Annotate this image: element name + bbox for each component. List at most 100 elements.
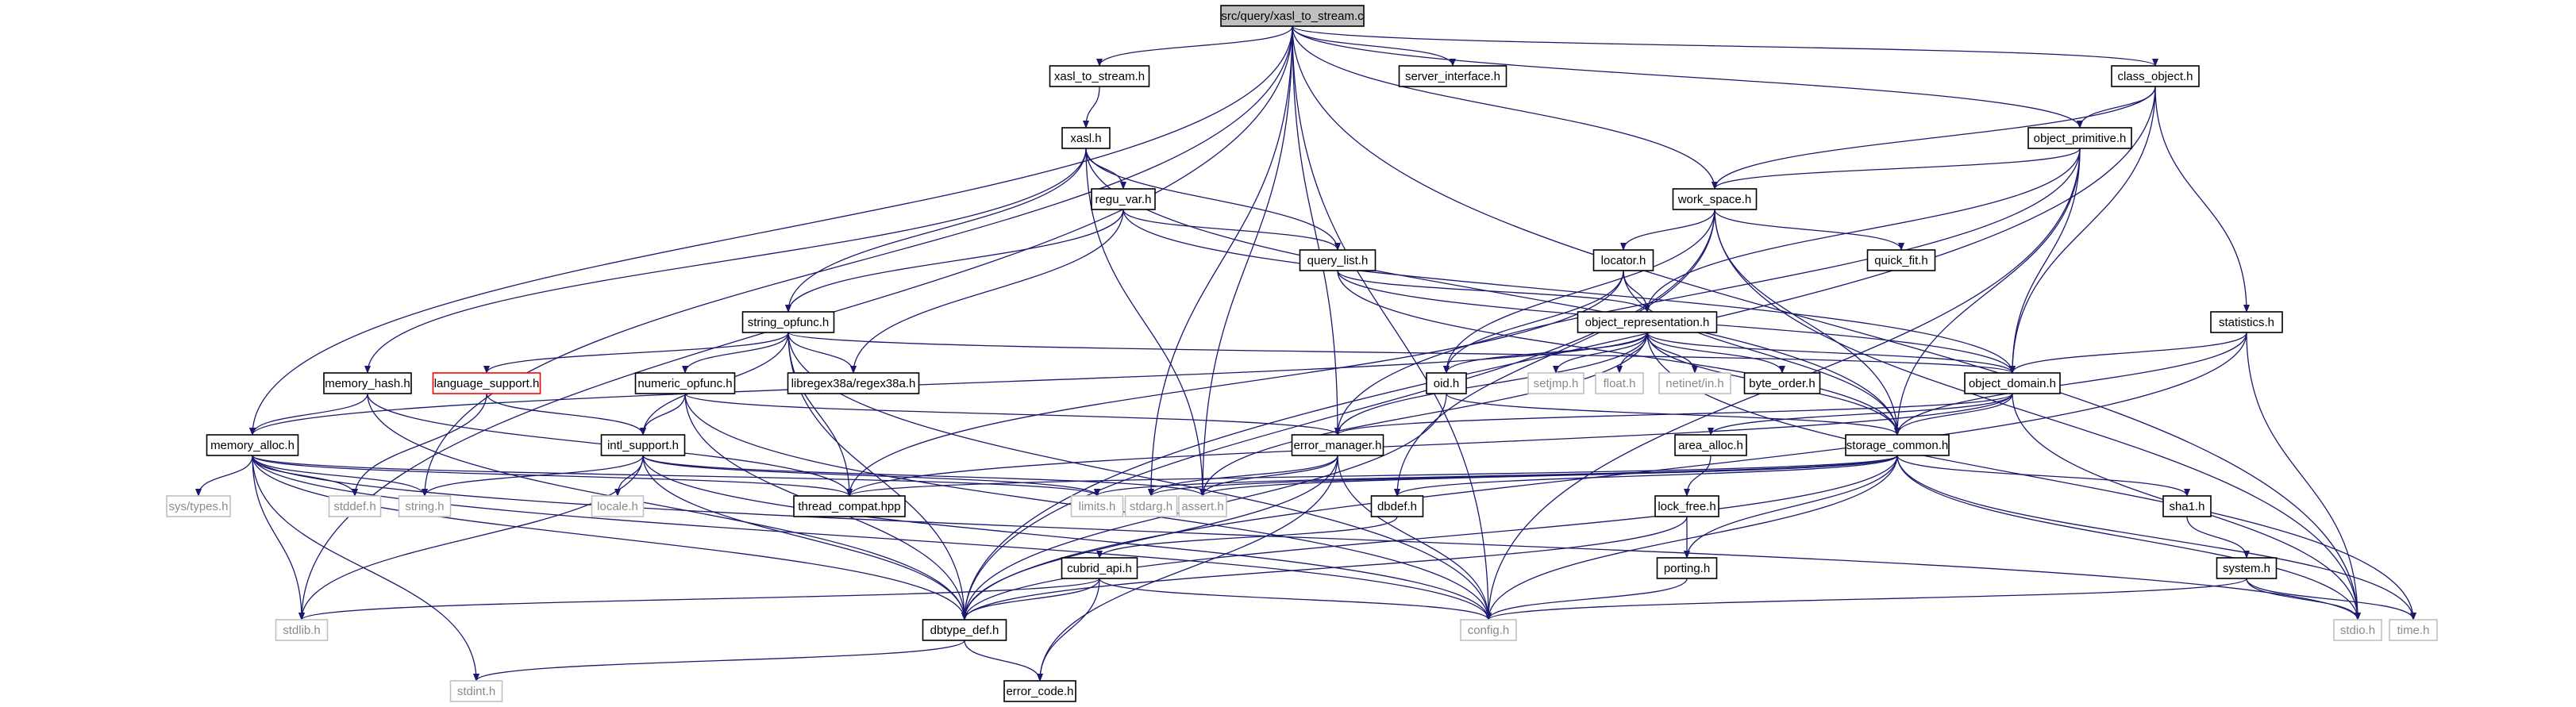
node-locator-h[interactable]: locator.h xyxy=(1592,249,1654,271)
edge-root-to-stdio_h xyxy=(1292,25,2361,621)
node-sha1-h[interactable]: sha1.h xyxy=(2162,495,2212,517)
node-config-h[interactable]: config.h xyxy=(1460,619,1517,641)
node-sys-types-h[interactable]: sys/types.h xyxy=(166,495,231,517)
node-label: memory_hash.h xyxy=(325,377,410,390)
node-label: storage_common.h xyxy=(1846,439,1948,452)
edge-cubrid_api_h-to-error_code_h xyxy=(1037,578,1100,682)
edge-cubrid_api_h-to-stdlib_h xyxy=(298,578,1100,621)
node-label: netinet/in.h xyxy=(1665,377,1723,390)
edge-root-to-class_object_h xyxy=(1292,25,2158,67)
node-quick-fit-h[interactable]: quick_fit.h xyxy=(1866,249,1936,271)
node-box xyxy=(1743,372,1821,394)
node-float-h[interactable]: float.h xyxy=(1595,372,1644,394)
node-xasl-h[interactable]: xasl.h xyxy=(1061,127,1111,149)
edge-xasl_h-to-query_list_h xyxy=(1085,148,1341,251)
node-porting-h[interactable]: porting.h xyxy=(1656,557,1718,579)
node-statistics-h[interactable]: statistics.h xyxy=(2210,311,2283,333)
node-label: object_domain.h xyxy=(1969,377,2056,390)
node-root[interactable]: src/query/xasl_to_stream.c xyxy=(1220,5,1365,27)
edge-regu_var_h-to-regex38a_h xyxy=(850,209,1124,374)
node-box xyxy=(1964,372,2061,394)
node-area-alloc-h[interactable]: area_alloc.h xyxy=(1674,434,1747,456)
edge-intl_support_h-to-assert_h xyxy=(642,455,1206,497)
node-object-primitive-h[interactable]: object_primitive.h xyxy=(2027,127,2132,149)
node-label: class_object.h xyxy=(2117,70,2193,83)
edge-intl_support_h-to-config_h xyxy=(642,455,1492,621)
node-box xyxy=(206,434,299,456)
node-box xyxy=(1049,65,1150,87)
node-label: xasl.h xyxy=(1070,132,1101,145)
node-stdio-h[interactable]: stdio.h xyxy=(2333,619,2382,641)
node-locale-h[interactable]: locale.h xyxy=(591,495,645,517)
node-label: stdio.h xyxy=(2340,624,2375,637)
edge-memory_alloc_h-to-limits_h xyxy=(252,455,1100,497)
edge-query_list_h-to-object_representation_h xyxy=(1337,270,1650,313)
node-box xyxy=(166,495,231,517)
node-memory-hash-h[interactable]: memory_hash.h xyxy=(323,372,412,394)
edge-class_object_h-to-object_domain_h xyxy=(2009,86,2156,374)
node-regu-var-h[interactable]: regu_var.h xyxy=(1091,188,1156,210)
node-stdint-h[interactable]: stdint.h xyxy=(449,680,503,702)
node-oid-h[interactable]: oid.h xyxy=(1426,372,1467,394)
node-label: string_opfunc.h xyxy=(748,316,830,329)
node-regex38a-h[interactable]: libregex38a/regex38a.h xyxy=(787,372,920,394)
node-box xyxy=(1595,372,1644,394)
node-box xyxy=(2389,619,2438,641)
node-byte-order-h[interactable]: byte_order.h xyxy=(1743,372,1821,394)
node-memory-alloc-h[interactable]: memory_alloc.h xyxy=(206,434,299,456)
node-time-h[interactable]: time.h xyxy=(2389,619,2438,641)
edge-cubrid_api_h-to-config_h xyxy=(1099,578,1492,621)
node-server-interface-h[interactable]: server_interface.h xyxy=(1398,65,1507,87)
node-thread-compat-hpp[interactable]: thread_compat.hpp xyxy=(793,495,906,517)
edge-object_representation_h-to-byte_order_h xyxy=(1646,332,1785,374)
node-dbtype-def-h[interactable]: dbtype_def.h xyxy=(922,619,1007,641)
edge-object_representation_h-to-memory_alloc_h xyxy=(249,332,1648,436)
edge-intl_support_h-to-dbtype_def_h xyxy=(642,455,968,621)
node-dbdef-h[interactable]: dbdef.h xyxy=(1370,495,1424,517)
node-label: regu_var.h xyxy=(1095,193,1152,206)
node-label: stdlib.h xyxy=(283,624,321,637)
edge-root-to-object_primitive_h xyxy=(1292,25,2083,129)
node-string-opfunc-h[interactable]: string_opfunc.h xyxy=(741,311,835,333)
node-cubrid-api-h[interactable]: cubrid_api.h xyxy=(1061,557,1138,579)
node-label: porting.h xyxy=(1664,562,1710,575)
node-setjmp-h[interactable]: setjmp.h xyxy=(1527,372,1584,394)
edge-error_manager_h-to-assert_h xyxy=(1199,455,1338,497)
node-system-h[interactable]: system.h xyxy=(2216,557,2278,579)
edge-query_list_h-to-storage_common_h xyxy=(1337,270,1900,436)
node-storage-common-h[interactable]: storage_common.h xyxy=(1845,434,1950,456)
edge-dbtype_def_h-to-stdint_h xyxy=(473,640,965,682)
node-language-support-h[interactable]: language_support.h xyxy=(432,372,541,394)
node-error-code-h[interactable]: error_code.h xyxy=(1003,680,1076,702)
node-string-h[interactable]: string.h xyxy=(398,495,452,517)
node-object-representation-h[interactable]: object_representation.h xyxy=(1577,311,1718,333)
node-error-manager-h[interactable]: error_manager.h xyxy=(1291,434,1384,456)
node-netinet-in-h[interactable]: netinet/in.h xyxy=(1658,372,1731,394)
node-lock-free-h[interactable]: lock_free.h xyxy=(1654,495,1719,517)
edge-string_opfunc_h-to-numeric_opfunc_h xyxy=(682,332,789,374)
node-work-space-h[interactable]: work_space.h xyxy=(1672,188,1758,210)
node-stddef-h[interactable]: stddef.h xyxy=(328,495,382,517)
node-class-object-h[interactable]: class_object.h xyxy=(2111,65,2200,87)
edge-layer xyxy=(195,25,2416,682)
node-numeric-opfunc-h[interactable]: numeric_opfunc.h xyxy=(634,372,736,394)
edge-system_h-to-time_h xyxy=(2246,578,2416,621)
node-xasl-to-stream-h[interactable]: xasl_to_stream.h xyxy=(1049,65,1150,87)
edge-object_primitive_h-to-error_manager_h xyxy=(1334,148,2081,436)
node-label: libregex38a/regex38a.h xyxy=(791,377,916,390)
node-assert-h[interactable]: assert.h xyxy=(1178,495,1227,517)
node-box xyxy=(600,434,686,456)
edge-memory_alloc_h-to-dbtype_def_h xyxy=(252,455,968,621)
edge-object_primitive_h-to-object_domain_h xyxy=(2009,148,2081,374)
node-stdlib-h[interactable]: stdlib.h xyxy=(275,619,329,641)
edge-intl_support_h-to-limits_h xyxy=(642,455,1100,497)
node-object-domain-h[interactable]: object_domain.h xyxy=(1964,372,2061,394)
node-query-list-h[interactable]: query_list.h xyxy=(1299,249,1377,271)
node-limits-h[interactable]: limits.h xyxy=(1070,495,1124,517)
node-label: setjmp.h xyxy=(1534,377,1579,390)
node-label: statistics.h xyxy=(2219,316,2274,329)
node-intl-support-h[interactable]: intl_support.h xyxy=(600,434,686,456)
edge-intl_support_h-to-stdlib_h xyxy=(298,455,644,621)
node-stdarg-h[interactable]: stdarg.h xyxy=(1124,495,1178,517)
edge-object_representation_h-to-assert_h xyxy=(1199,332,1648,497)
